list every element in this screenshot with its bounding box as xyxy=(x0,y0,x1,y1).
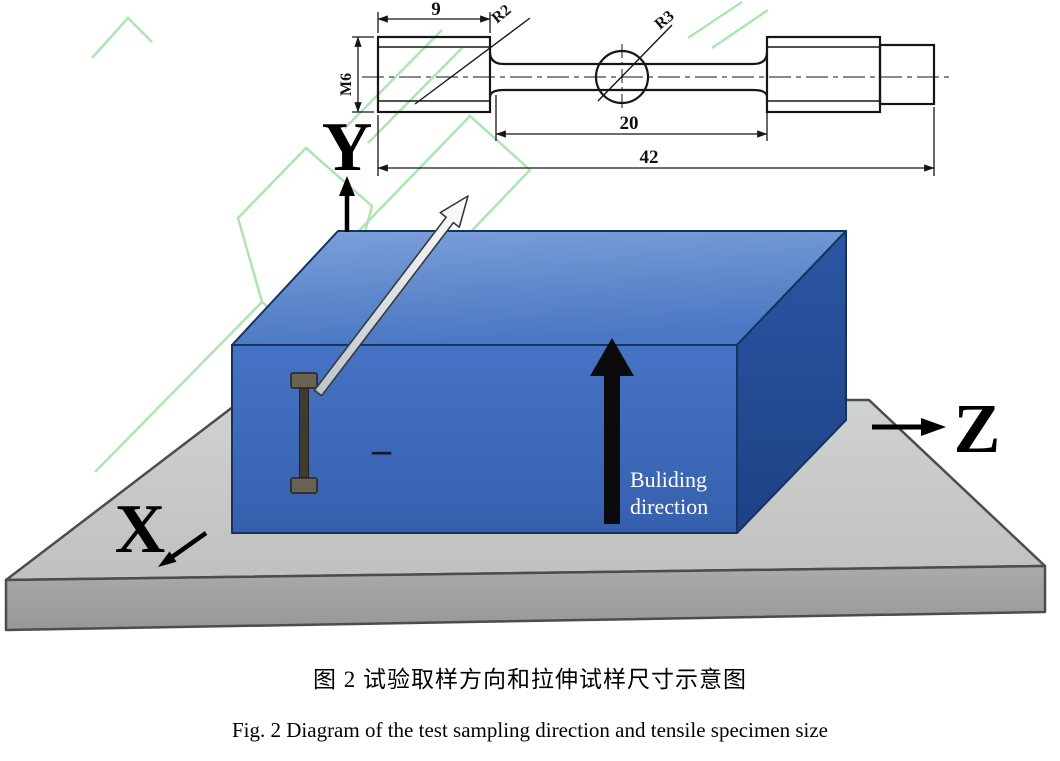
dimension-grip-length xyxy=(377,12,491,33)
caption-chinese: 图 2 试验取样方向和拉伸试样尺寸示意图 xyxy=(313,667,747,692)
axis-y-arrow-head xyxy=(339,176,355,196)
axis-z-label: Z xyxy=(954,391,1001,468)
specimen-drawing: 9 M6 20 42 R2 R xyxy=(338,0,950,176)
dim-gauge-length-label: 20 xyxy=(620,113,639,134)
gauge-fillet xyxy=(488,51,505,66)
watermark-shape xyxy=(711,8,769,50)
gauge-fillet xyxy=(488,88,505,98)
extraction-arrow xyxy=(313,195,469,397)
dim-total-length-label: 42 xyxy=(640,147,659,168)
build-plate-front xyxy=(4,564,1047,632)
axis-x-label: X xyxy=(115,491,166,568)
mini-specimen-shaft xyxy=(299,387,309,481)
mini-specimen-top-cap xyxy=(290,372,318,389)
caption-english: Fig. 2 Diagram of the test sampling dire… xyxy=(231,718,829,742)
axis-x-arrow-head xyxy=(158,551,177,567)
watermark-shape xyxy=(687,0,743,40)
right-end-outline xyxy=(878,43,936,106)
dimension-gauge-length xyxy=(495,95,768,141)
build-direction-label-line1: Buliding xyxy=(630,467,707,492)
specimen-dash-label: – xyxy=(371,429,392,471)
build-direction-arrow xyxy=(590,338,634,524)
thread-label: M6 xyxy=(338,73,355,96)
hole-radius-label: R3 xyxy=(652,7,678,33)
scene-3d: – Buliding direction Y X Z xyxy=(4,109,1047,632)
gauge-fillet xyxy=(752,51,769,66)
hole-radius-leader xyxy=(597,24,673,102)
mini-specimen xyxy=(290,372,318,494)
axis-z-arrow-head xyxy=(921,418,946,436)
fillet-radius-label: R2 xyxy=(489,1,515,27)
mini-specimen-bottom-cap xyxy=(290,477,318,494)
dimension-total-length xyxy=(377,107,935,176)
watermark-shape xyxy=(367,47,463,144)
watermark-shape xyxy=(91,16,153,59)
fillet-radius-leader xyxy=(414,17,531,105)
left-grip-outline xyxy=(376,35,492,114)
dimension-thread xyxy=(352,36,374,113)
build-direction-label-line2: direction xyxy=(630,494,708,519)
axis-x-arrow-shaft xyxy=(170,531,208,559)
gauge-fillet xyxy=(752,88,769,98)
dim-grip-length-label: 9 xyxy=(431,0,441,20)
axis-y-label: Y xyxy=(322,109,373,186)
